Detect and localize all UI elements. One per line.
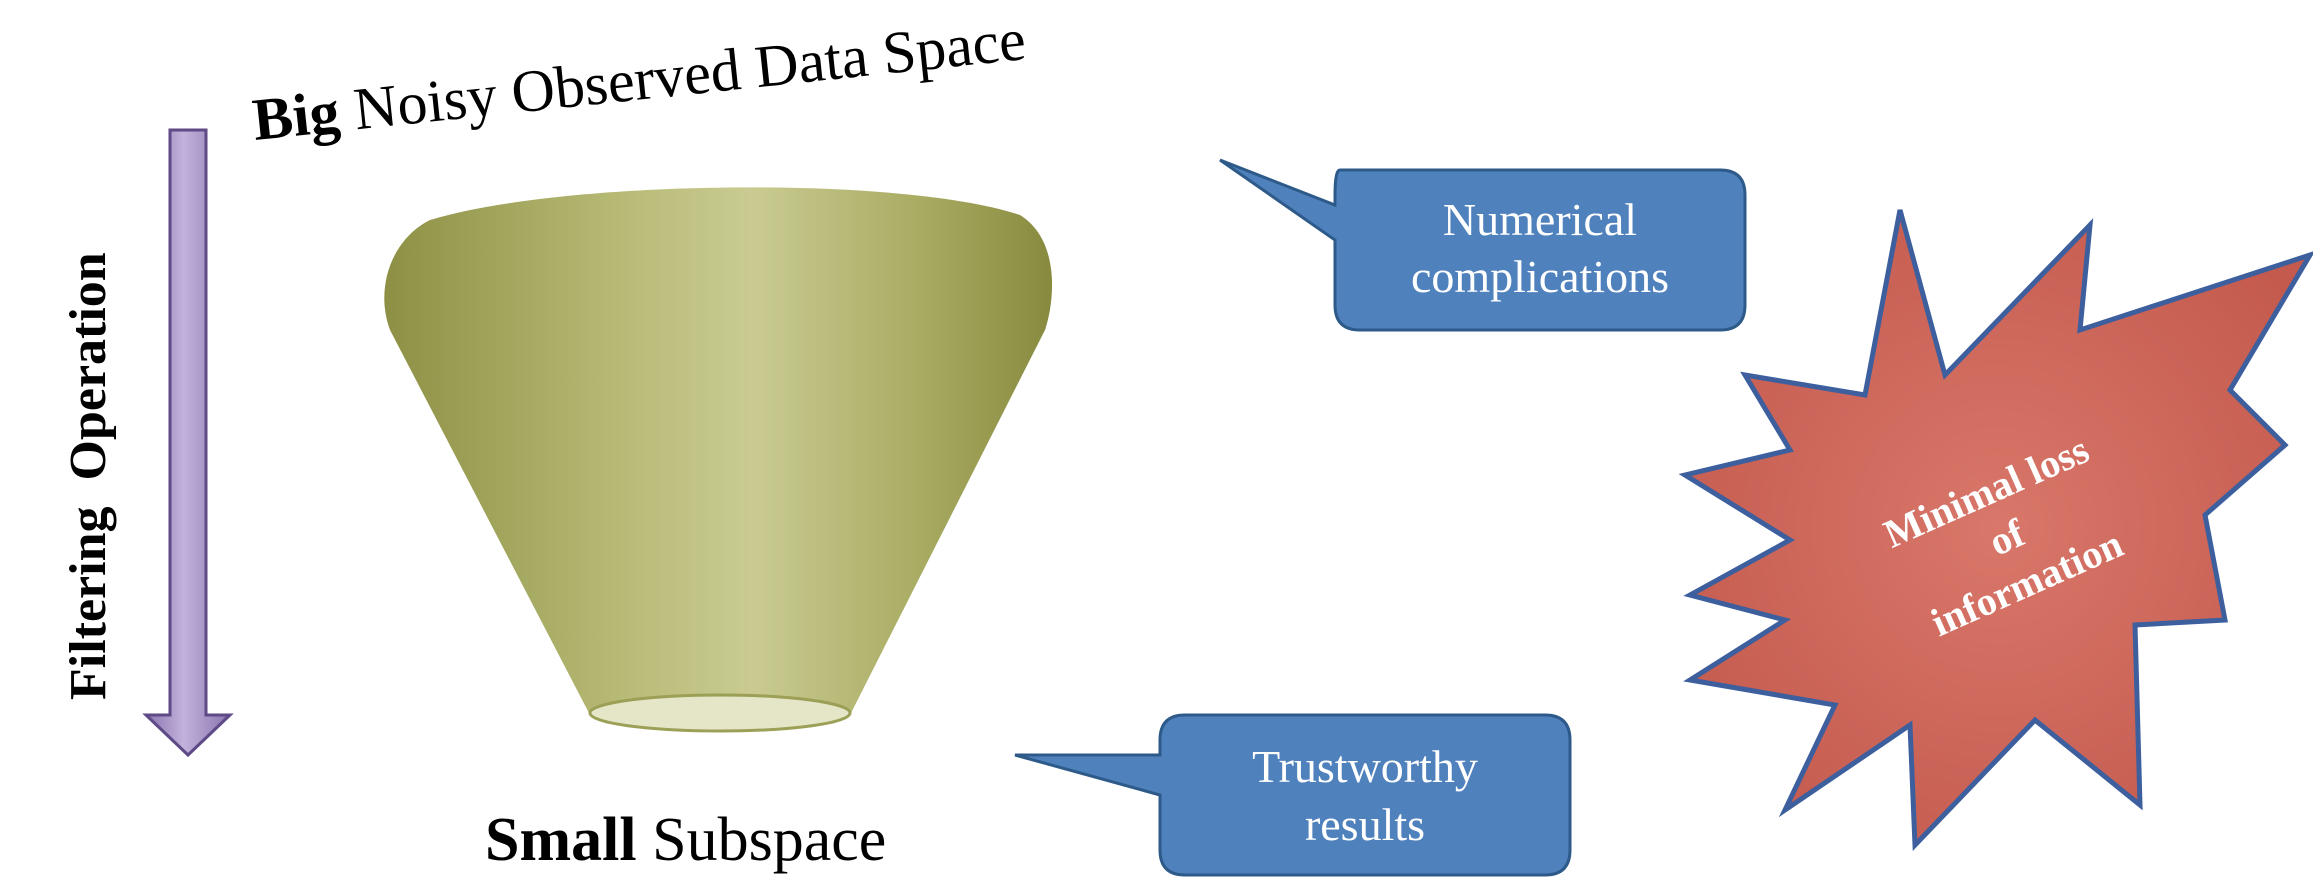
callout-bottom-line2: results	[1305, 799, 1425, 850]
callout-trustworthy-results: Trustworthy results	[1014, 713, 1572, 877]
starburst-minimal-loss: Minimal loss of information	[1678, 209, 2313, 851]
top-title: Big Noisy Observed Data Space	[249, 6, 1028, 153]
callout-top-line1: Numerical	[1443, 194, 1637, 245]
callout-top-line2: complications	[1411, 251, 1669, 302]
filtering-arrow	[142, 128, 234, 758]
callout-bottom-line1: Trustworthy	[1252, 741, 1478, 792]
filtering-operation-label: Filtering Operation	[60, 252, 117, 700]
bottom-title: Small Subspace	[485, 806, 886, 874]
callout-numerical-complications: Numerical complications	[1219, 158, 1747, 332]
cone-funnel	[384, 187, 1053, 733]
